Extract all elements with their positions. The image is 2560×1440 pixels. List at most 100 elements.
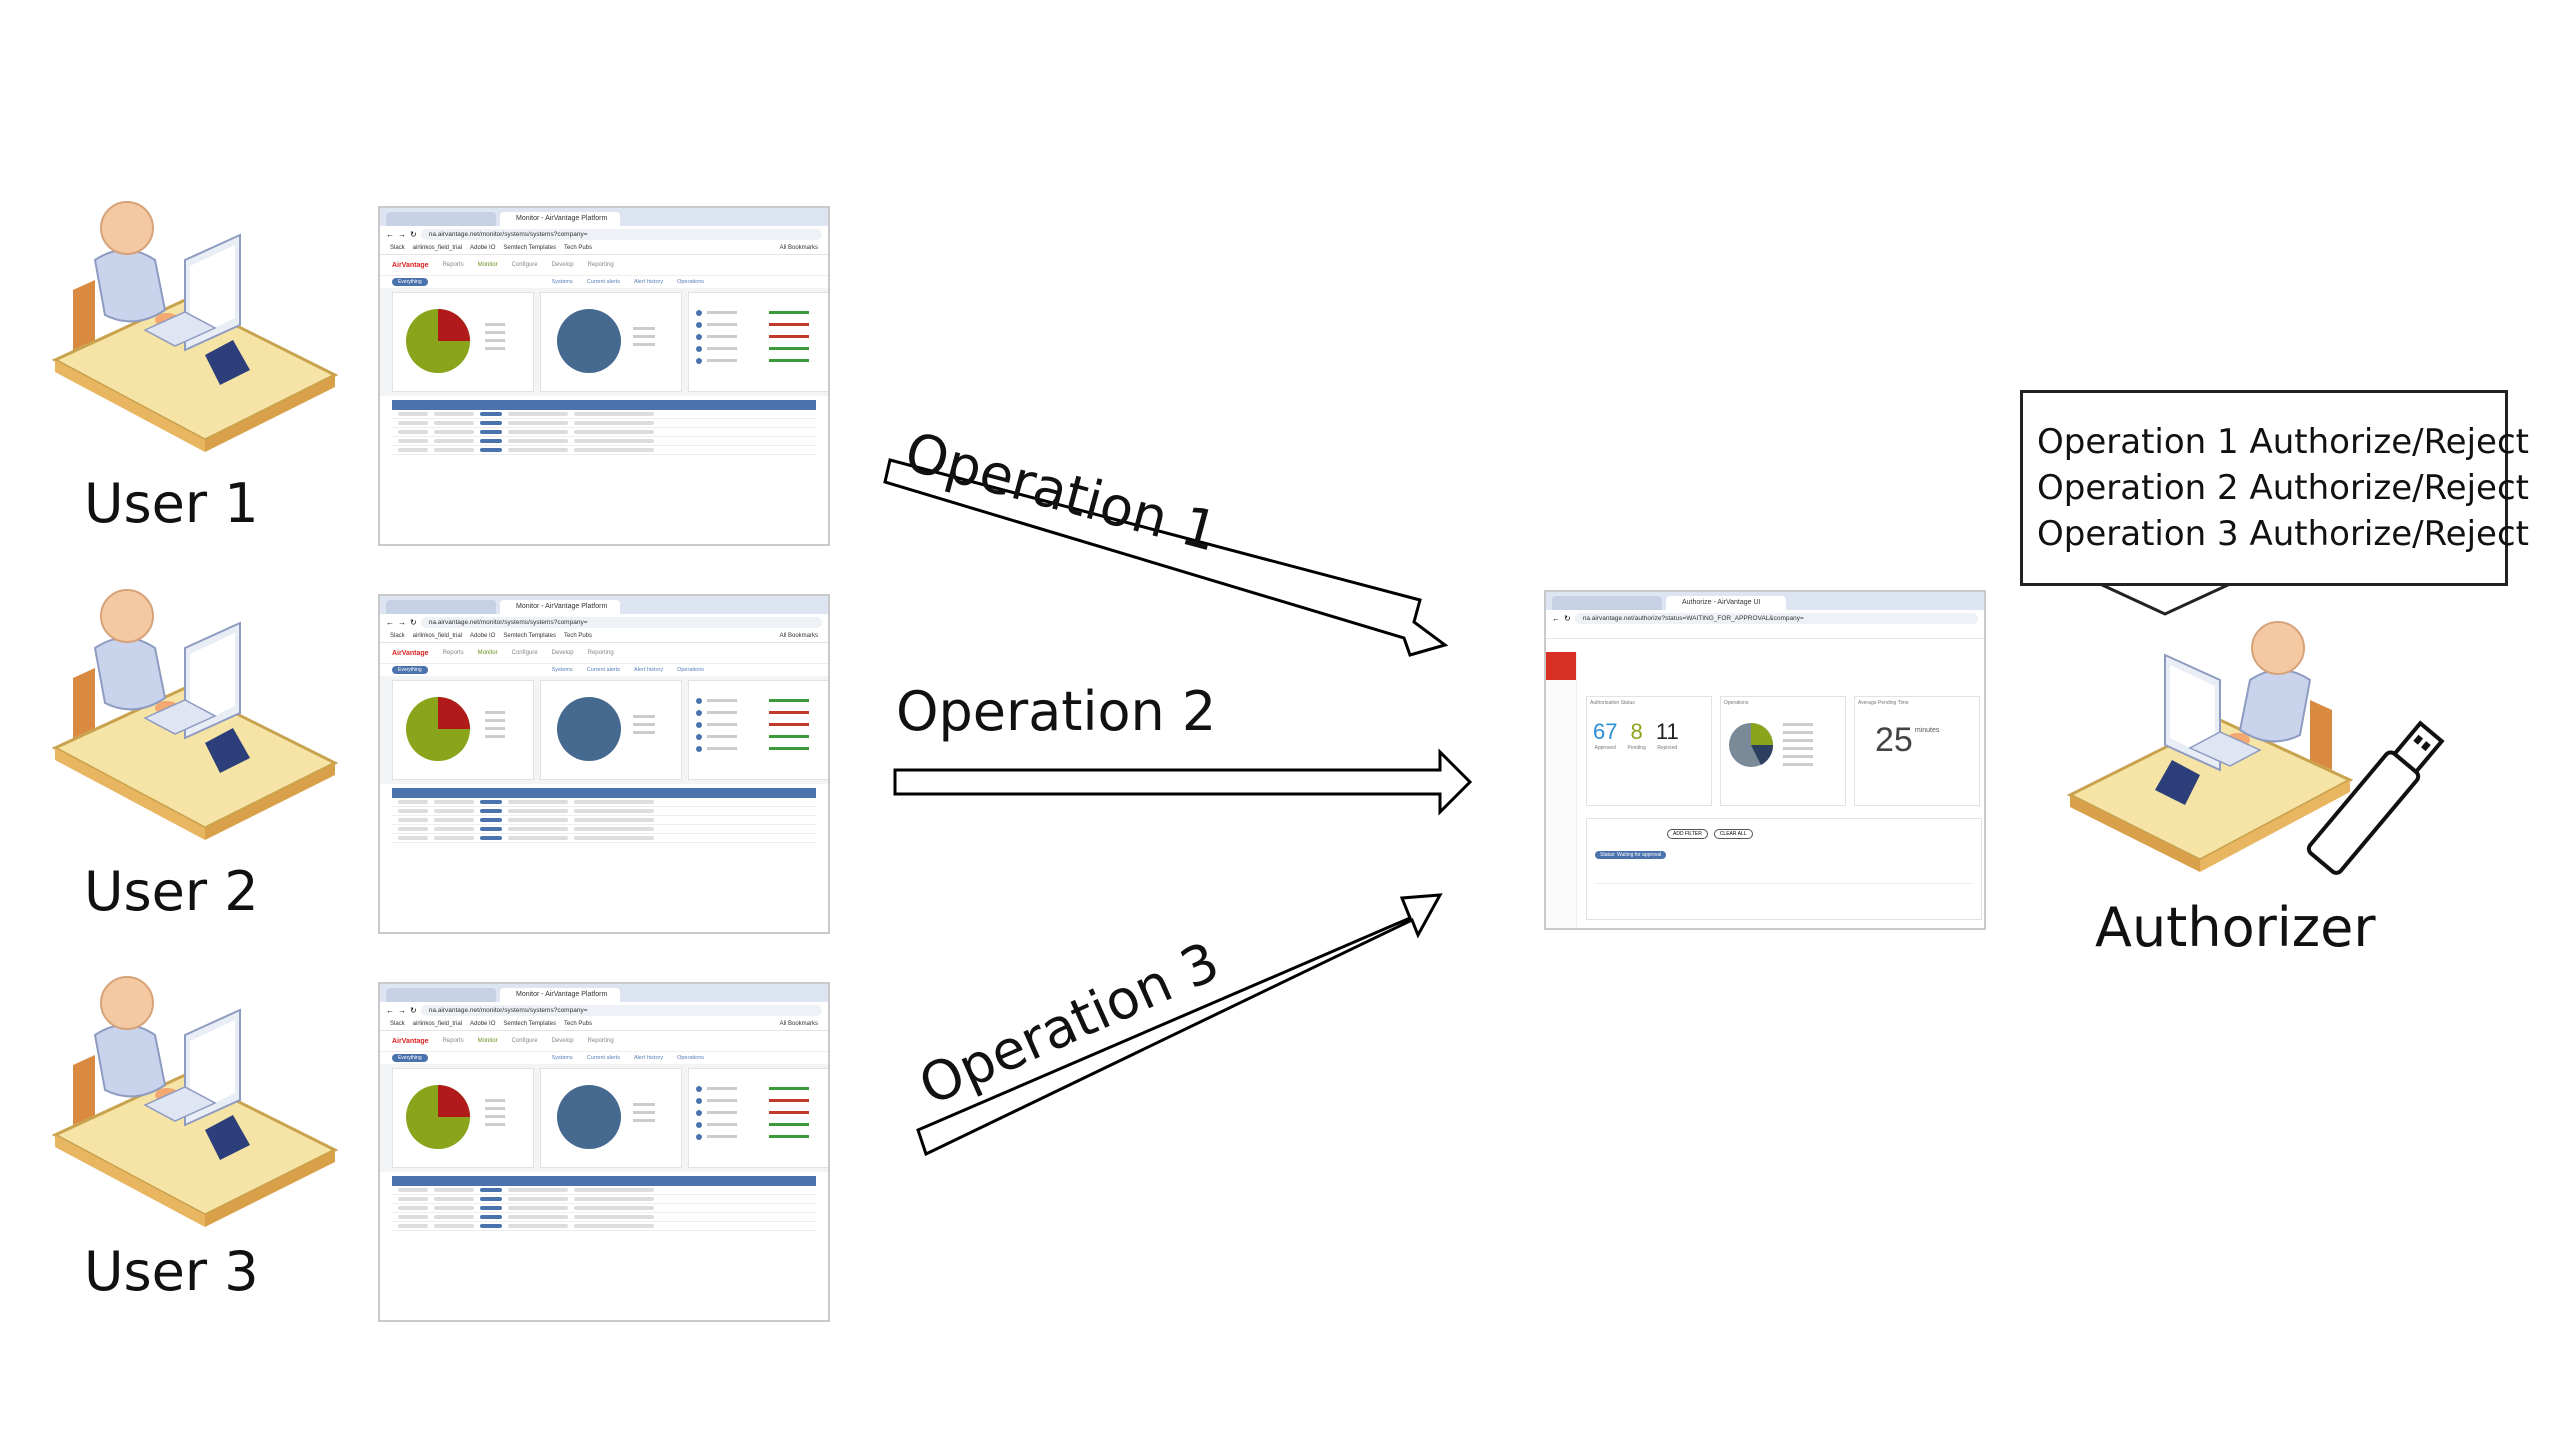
table-row[interactable]: [392, 1186, 816, 1195]
nav-item[interactable]: Reporting: [587, 1038, 614, 1044]
nav-item[interactable]: Reporting: [587, 262, 614, 268]
browser-tab-active[interactable]: Authorize - AirVantage UI: [1666, 596, 1786, 610]
bookmark-item[interactable]: Tech Pubs: [563, 1021, 593, 1027]
bookmark-item[interactable]: Semtech Templates: [503, 633, 556, 639]
company-pill[interactable]: Everything: [392, 278, 428, 286]
bookmark-item[interactable]: Slack: [390, 1021, 405, 1027]
bookmark-item[interactable]: Adobe IO: [470, 1021, 496, 1027]
subnav-item[interactable]: Alert history: [634, 1055, 664, 1061]
bookmark-item[interactable]: Semtech Templates: [503, 245, 556, 251]
nav-item[interactable]: Reports: [442, 262, 464, 268]
table-row[interactable]: [392, 1222, 816, 1231]
subnav-item[interactable]: Current alerts: [586, 1055, 621, 1061]
url-field[interactable]: na.airvantage.net/monitor/systems/system…: [420, 228, 822, 240]
bookmark-item[interactable]: Tech Pubs: [563, 633, 593, 639]
bookmark-item[interactable]: airlinkos_field_trial: [412, 245, 463, 251]
reload-icon[interactable]: ↻: [410, 229, 417, 239]
clear-all-button[interactable]: CLEAR ALL: [1713, 829, 1753, 839]
url-field[interactable]: na.airvantage.net/authorize?status=WAITI…: [1574, 612, 1978, 624]
bookmark-item[interactable]: Slack: [390, 245, 405, 251]
table-row[interactable]: [392, 446, 816, 455]
back-icon[interactable]: ←: [386, 617, 394, 627]
subnav-item[interactable]: Current alerts: [586, 667, 621, 673]
url-field[interactable]: na.airvantage.net/monitor/systems/system…: [420, 616, 822, 628]
subnav-item[interactable]: Systems: [551, 1055, 573, 1061]
nav-item[interactable]: Develop: [551, 650, 574, 656]
status-filter-chip[interactable]: Status: Waiting for approval: [1595, 851, 1667, 859]
subnav-item[interactable]: Alert history: [634, 667, 664, 673]
nav-item[interactable]: Reports: [442, 1038, 464, 1044]
company-pill[interactable]: Everything: [392, 1054, 428, 1062]
bookmark-item[interactable]: airlinkos_field_trial: [412, 633, 463, 639]
table-row[interactable]: [392, 1204, 816, 1213]
table-row[interactable]: [392, 410, 816, 419]
brand-logo: AirVantage: [392, 1037, 429, 1045]
subnav-item[interactable]: Operations: [677, 279, 704, 285]
status-pie-chart: [406, 309, 505, 373]
browser-tab[interactable]: [386, 212, 496, 226]
subnav-item[interactable]: Systems: [551, 279, 573, 285]
add-filter-button[interactable]: ADD FILTER: [1667, 829, 1708, 839]
reload-icon[interactable]: ↻: [410, 1005, 417, 1015]
table-row[interactable]: [392, 419, 816, 428]
back-icon[interactable]: ←: [386, 1005, 394, 1015]
subnav-item[interactable]: Systems: [551, 667, 573, 673]
bookmark-item[interactable]: Tech Pubs: [563, 245, 593, 251]
forward-icon[interactable]: →: [398, 1005, 406, 1015]
table-row[interactable]: [392, 798, 816, 807]
nav-item[interactable]: Develop: [551, 262, 574, 268]
subnav-item[interactable]: Operations: [677, 667, 704, 673]
bookmark-item[interactable]: All Bookmarks: [779, 1021, 818, 1027]
status-pie-chart: [406, 697, 505, 761]
nav-item[interactable]: Monitor: [477, 1038, 498, 1044]
table-row[interactable]: [392, 834, 816, 843]
table-row[interactable]: [392, 825, 816, 834]
bubble-line-3: Operation 3 Authorize/Reject: [2037, 514, 2529, 554]
bookmark-item[interactable]: Adobe IO: [470, 633, 496, 639]
bookmark-item[interactable]: airlinkos_field_trial: [412, 1021, 463, 1027]
company-pill[interactable]: Everything: [392, 666, 428, 674]
nav-item[interactable]: Reporting: [587, 650, 614, 656]
table-row[interactable]: [392, 1213, 816, 1222]
subnav-item[interactable]: Alert history: [634, 279, 664, 285]
bookmark-item[interactable]: Slack: [390, 633, 405, 639]
browser-tab-active[interactable]: Monitor - AirVantage Platform: [500, 988, 620, 1002]
table-row[interactable]: [392, 437, 816, 446]
table-row[interactable]: [392, 816, 816, 825]
table-row[interactable]: [392, 807, 816, 816]
table-row[interactable]: [392, 1195, 816, 1204]
browser-tab-active[interactable]: Monitor - AirVantage Platform: [500, 212, 620, 226]
nav-item[interactable]: Develop: [551, 1038, 574, 1044]
nav-item[interactable]: Monitor: [477, 650, 498, 656]
browser-tab-active[interactable]: Monitor - AirVantage Platform: [500, 600, 620, 614]
bookmark-item[interactable]: All Bookmarks: [779, 633, 818, 639]
rejected-count: 11: [1655, 719, 1679, 744]
subnav-item[interactable]: Operations: [677, 1055, 704, 1061]
reload-icon[interactable]: ↻: [1564, 613, 1571, 623]
nav-item[interactable]: Reports: [442, 650, 464, 656]
forward-icon[interactable]: →: [398, 229, 406, 239]
reload-icon[interactable]: ↻: [410, 617, 417, 627]
operations-list-panel: ADD FILTER CLEAR ALL Status: Waiting for…: [1586, 818, 1982, 920]
browser-tab[interactable]: [386, 600, 496, 614]
approved-label: Approved: [1594, 745, 1616, 751]
bookmark-item[interactable]: Adobe IO: [470, 245, 496, 251]
table-row[interactable]: [392, 428, 816, 437]
browser-tab[interactable]: [1552, 596, 1662, 610]
nav-item[interactable]: Configure: [511, 262, 538, 268]
subnav-item[interactable]: Current alerts: [586, 279, 621, 285]
bookmark-item[interactable]: All Bookmarks: [779, 245, 818, 251]
browser-tab[interactable]: [386, 988, 496, 1002]
back-icon[interactable]: ←: [1552, 613, 1560, 623]
card-title: Authorization Status: [1590, 700, 1635, 706]
back-icon[interactable]: ←: [386, 229, 394, 239]
forward-icon[interactable]: →: [398, 617, 406, 627]
operations-pie-chart: [1729, 723, 1813, 767]
nav-item[interactable]: Monitor: [477, 262, 498, 268]
nav-item[interactable]: Configure: [511, 650, 538, 656]
bookmark-item[interactable]: Semtech Templates: [503, 1021, 556, 1027]
browser-tabbar: Authorize - AirVantage UI: [1546, 592, 1984, 610]
url-field[interactable]: na.airvantage.net/monitor/systems/system…: [420, 1004, 822, 1016]
nav-item[interactable]: Configure: [511, 1038, 538, 1044]
